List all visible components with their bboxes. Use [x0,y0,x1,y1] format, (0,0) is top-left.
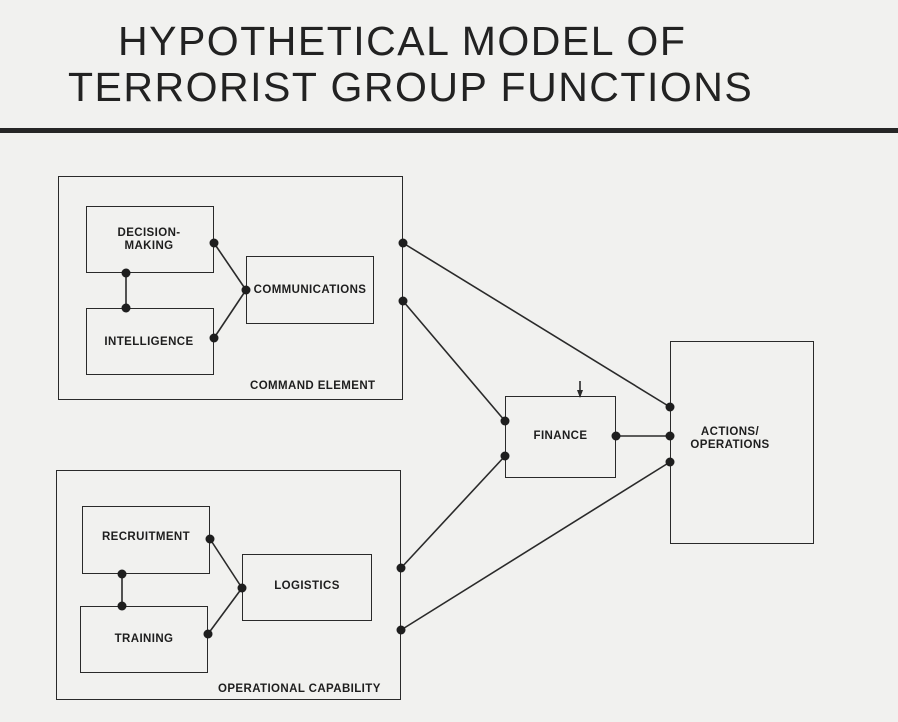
dot-actions-bottom [665,457,675,467]
intelligence-label: INTELLIGENCE [104,336,194,348]
dot-finance-lower-left [500,451,510,461]
dot-decision-bottom [121,268,131,278]
dot-training-right [203,629,213,639]
decision-making-line-2: MAKING [124,240,174,252]
dot-training-top [117,601,127,611]
operational-capability-group [56,470,401,700]
command-element-group [58,176,403,400]
actions-operations-label: ACTIONS/ OPERATIONS [670,426,790,452]
training-label: TRAINING [114,633,174,645]
command-to-finance-line [402,300,506,422]
title-divider [0,128,898,133]
dot-intelligence-top [121,303,131,313]
dot-finance-right [611,431,621,441]
diagram-title: HYPOTHETICAL MODEL OF TERRORIST GROUP FU… [68,18,848,110]
title-line-1: HYPOTHETICAL MODEL OF [118,18,687,64]
logistics-label: LOGISTICS [274,580,340,592]
command-element-label: COMMAND ELEMENT [250,380,376,392]
command-to-actions-line [402,242,671,408]
recruitment-label: RECRUITMENT [101,531,191,543]
finance-label: FINANCE [533,430,588,442]
recruitment-to-logistics-line [209,538,243,589]
dot-decision-right [209,238,219,248]
title-line-2: TERRORIST GROUP FUNCTIONS [68,64,754,110]
decision-making-line-1: DECISION- [117,227,181,239]
dot-communications-left [241,285,251,295]
dot-operational-lower [396,625,406,635]
dot-command-upper [398,238,408,248]
dot-recruitment-right [205,534,215,544]
actions-line-1: ACTIONS/ [700,426,760,438]
operational-to-finance-line [400,455,506,569]
dot-logistics-left [237,583,247,593]
dot-intelligence-right [209,333,219,343]
training-box [80,606,208,673]
decision-to-communications-line [213,242,247,291]
finance-arrowhead [577,390,583,398]
operational-to-actions-line [400,461,671,631]
dot-actions-top [665,402,675,412]
decision-making-label: DECISION- MAKING [86,227,212,253]
dot-actions-middle [665,431,675,441]
training-to-logistics-line [207,587,243,635]
intelligence-to-communications-line [213,289,247,339]
communications-label: COMMUNICATIONS [253,284,367,296]
dot-recruitment-bottom [117,569,127,579]
operational-capability-label: OPERATIONAL CAPABILITY [218,683,381,695]
dot-finance-upper-left [500,416,510,426]
dot-command-lower [398,296,408,306]
actions-line-2: OPERATIONS [690,439,770,451]
actions-operations-box [670,341,814,544]
dot-operational-upper [396,563,406,573]
